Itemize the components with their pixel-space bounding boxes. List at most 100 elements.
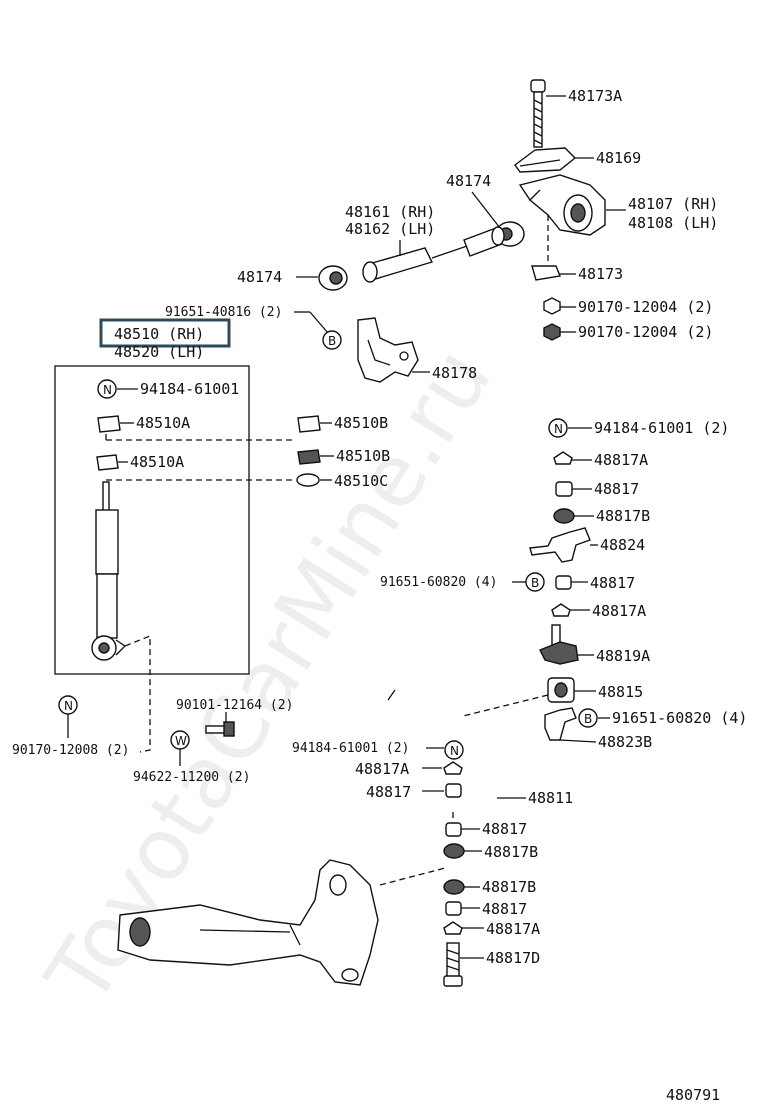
- svg-text:B: B: [584, 712, 592, 726]
- bolt-48173A[interactable]: [530, 79, 546, 148]
- highlight-box: [99, 318, 231, 348]
- b-bolt-symbol-3[interactable]: B: [578, 708, 598, 728]
- bushing-48815[interactable]: [547, 677, 575, 703]
- label-90170-b: 90170-12004 (2): [578, 323, 713, 341]
- bolt-90101[interactable]: [205, 721, 235, 737]
- bracket-48107[interactable]: [518, 174, 606, 236]
- label-48162: 48162 (LH): [345, 220, 435, 238]
- label-48174-top: 48174: [446, 172, 491, 190]
- label-48817B-1: 48817B: [596, 507, 650, 525]
- n-symbol-4[interactable]: N: [444, 740, 464, 760]
- label-48169: 48169: [596, 149, 641, 167]
- lower-control-arm[interactable]: [117, 859, 379, 986]
- label-48510A-2: 48510A: [130, 453, 184, 471]
- label-48108: 48108 (LH): [628, 214, 718, 232]
- bracket-48819A[interactable]: [539, 624, 579, 665]
- plate-48169[interactable]: [514, 147, 577, 173]
- cushion-48817-4[interactable]: [445, 822, 462, 837]
- svg-text:N: N: [64, 699, 73, 713]
- watermark: ToyotaCarMine.ru: [27, 331, 510, 1022]
- cushion-48817B-2[interactable]: [443, 843, 465, 859]
- bracket-48823B[interactable]: [544, 707, 577, 741]
- label-48817-4: 48817: [482, 820, 527, 838]
- washer-48510C[interactable]: [296, 473, 320, 487]
- stabilizer-bar-48811[interactable]: [366, 672, 522, 815]
- cushion-48817A-1[interactable]: [553, 451, 573, 465]
- label-48173: 48173: [578, 265, 623, 283]
- cushion-48817A-4[interactable]: [443, 921, 463, 935]
- cushion-48817-5[interactable]: [445, 901, 462, 916]
- label-90170-12008: 90170-12008 (2): [12, 743, 129, 758]
- cushion-48510A-1[interactable]: [97, 415, 121, 433]
- label-94184-c: 94184-61001 (2): [292, 741, 409, 756]
- label-91651-60820-a: 91651-60820 (4): [380, 575, 497, 590]
- shock-leader: [124, 635, 151, 753]
- label-48510B-2: 48510B: [336, 447, 390, 465]
- svg-text:N: N: [103, 383, 112, 397]
- b-bolt-symbol-2[interactable]: B: [525, 572, 545, 592]
- svg-text:N: N: [450, 744, 459, 758]
- label-48817B-3: 48817B: [482, 878, 536, 896]
- label-48817D: 48817D: [486, 949, 540, 967]
- diagram-number: 480791: [666, 1086, 720, 1104]
- label-48817A-3: 48817A: [355, 760, 409, 778]
- label-48817B-2: 48817B: [484, 843, 538, 861]
- label-48817-2: 48817: [590, 574, 635, 592]
- n-symbol-3[interactable]: N: [58, 695, 78, 715]
- label-91651-60820-b: 91651-60820 (4): [612, 709, 747, 727]
- label-48819A: 48819A: [596, 647, 650, 665]
- cushion-48510B-1[interactable]: [297, 415, 321, 433]
- bracket-48178[interactable]: [357, 317, 419, 383]
- label-48817-1: 48817: [594, 480, 639, 498]
- svg-text:W: W: [175, 734, 187, 748]
- cushion-48817A-2[interactable]: [551, 603, 571, 617]
- cushion-48817-1[interactable]: [555, 481, 573, 497]
- label-91651-40816: 91651-40816 (2): [165, 305, 282, 320]
- cushion-48510B-2[interactable]: [297, 449, 321, 465]
- svg-text:B: B: [328, 334, 336, 348]
- b-bolt-symbol-1[interactable]: B: [322, 330, 342, 350]
- label-48817A-2: 48817A: [592, 602, 646, 620]
- label-48824: 48824: [600, 536, 645, 554]
- n-symbol-2[interactable]: N: [548, 418, 568, 438]
- cushion-48817-2[interactable]: [555, 575, 572, 590]
- bushing-48174-left[interactable]: [318, 265, 348, 291]
- bracket-48824[interactable]: [529, 527, 591, 563]
- label-90101: 90101-12164 (2): [176, 698, 293, 713]
- label-48817A-1: 48817A: [594, 451, 648, 469]
- torsion-bar-48161[interactable]: [362, 226, 505, 283]
- nut-90170-a[interactable]: [543, 297, 561, 315]
- nut-90170-b[interactable]: [543, 323, 561, 341]
- bolt-48817D[interactable]: [443, 942, 463, 987]
- label-94184-b: 94184-61001 (2): [594, 419, 729, 437]
- label-48817A-4: 48817A: [486, 920, 540, 938]
- label-48161: 48161 (RH): [345, 203, 435, 221]
- label-48823B: 48823B: [598, 733, 652, 751]
- shock-absorber-48510[interactable]: [91, 481, 127, 661]
- label-48815: 48815: [598, 683, 643, 701]
- label-48510B-1: 48510B: [334, 414, 388, 432]
- cushion-48817A-3[interactable]: [443, 761, 463, 775]
- label-48173A: 48173A: [568, 87, 622, 105]
- label-48178: 48178: [432, 364, 477, 382]
- cushion-48817-3[interactable]: [445, 783, 462, 798]
- label-48817-5: 48817: [482, 900, 527, 918]
- svg-text:B: B: [531, 576, 539, 590]
- label-48510A-1: 48510A: [136, 414, 190, 432]
- label-48510C: 48510C: [334, 472, 388, 490]
- cushion-48817B-1[interactable]: [553, 508, 575, 524]
- svg-text:N: N: [554, 422, 563, 436]
- label-48811: 48811: [528, 789, 573, 807]
- shock-absorber-group-box: [54, 365, 250, 675]
- label-94184-a: 94184-61001: [140, 380, 239, 398]
- clip-48173[interactable]: [531, 265, 561, 281]
- highlight-label: 48510 (RH): [114, 325, 204, 343]
- cushion-48817B-3[interactable]: [443, 879, 465, 895]
- n-symbol-1[interactable]: N: [97, 379, 117, 399]
- label-94622: 94622-11200 (2): [133, 770, 250, 785]
- cushion-48510A-2[interactable]: [96, 454, 119, 471]
- w-symbol[interactable]: W: [170, 730, 190, 750]
- label-90170-a: 90170-12004 (2): [578, 298, 713, 316]
